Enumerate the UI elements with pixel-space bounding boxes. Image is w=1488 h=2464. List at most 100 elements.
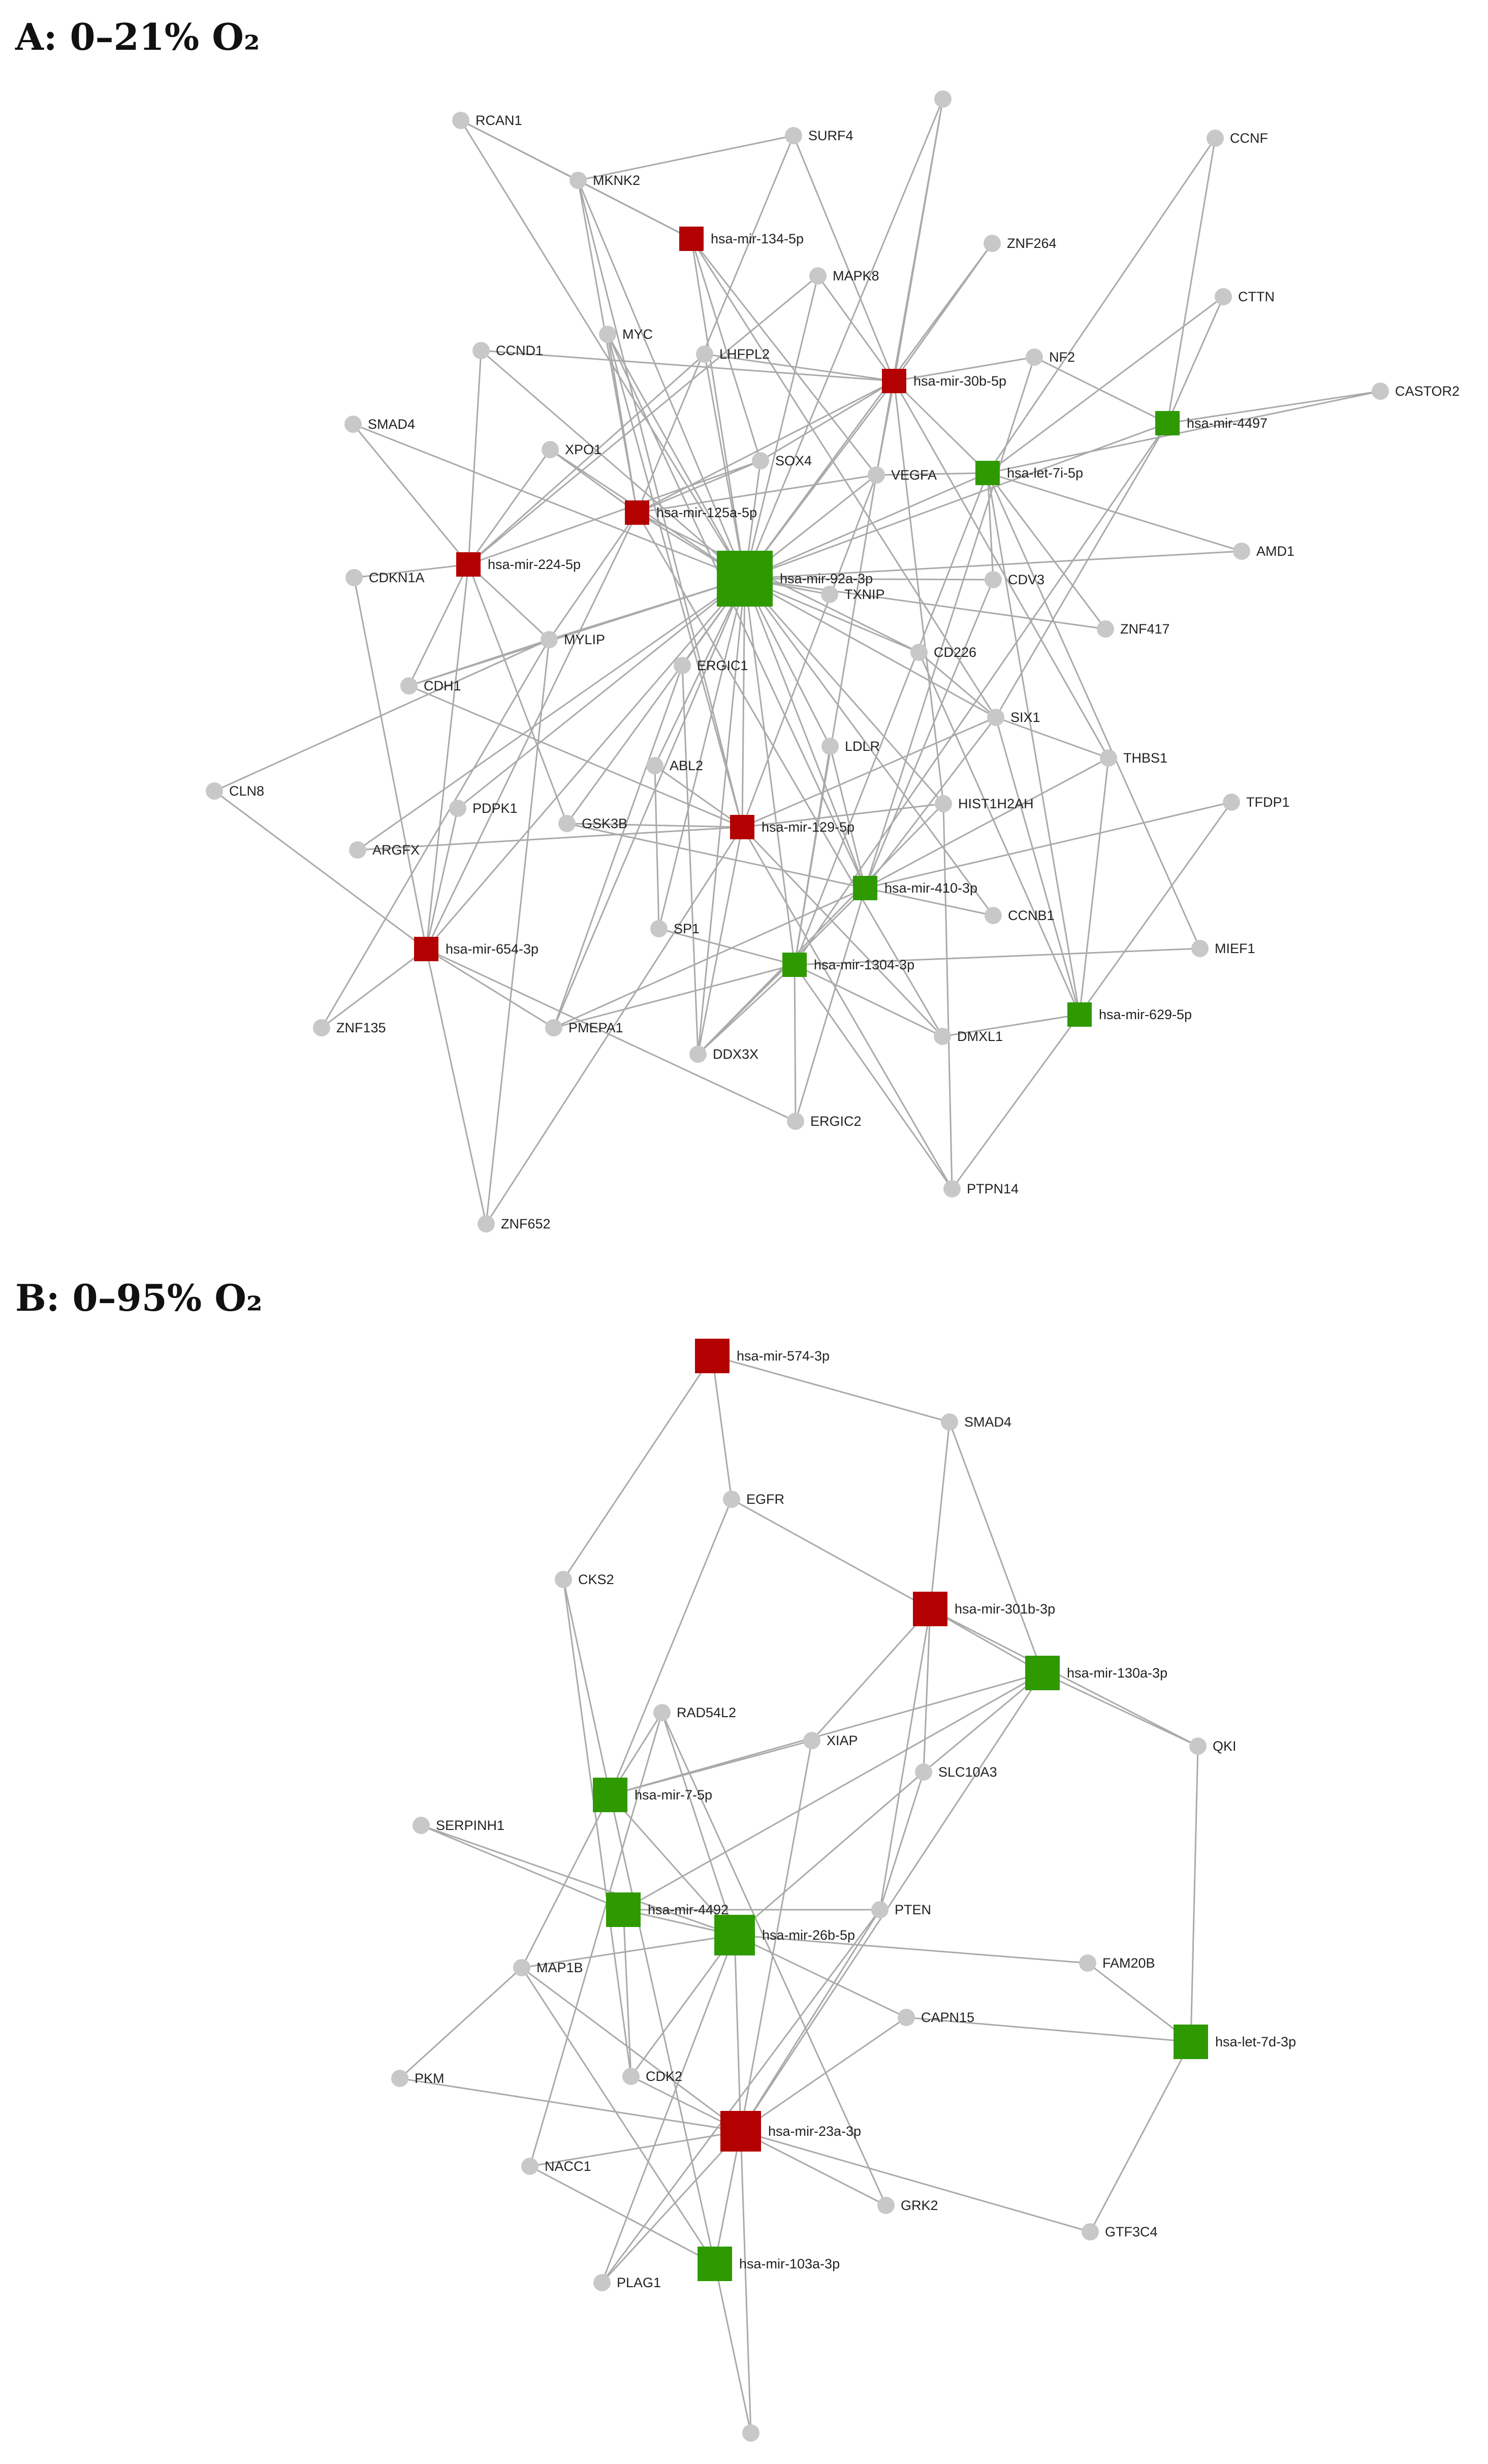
mirna-node-mir4492: hsa-mir-4492 (606, 1892, 729, 1927)
edge-pten-plag1 (601, 1909, 881, 2283)
node-label: TFDP1 (1246, 795, 1290, 810)
node-label: hsa-mir-410-3p (884, 880, 977, 896)
downregulated-mirna-marker (714, 1915, 755, 1955)
node-label: hsa-mir-129-5p (762, 819, 854, 835)
edge-ldlr-mir410 (829, 746, 866, 889)
node-label: CDK2 (646, 2069, 682, 2084)
edge-ccnd1-mir92a (481, 350, 745, 580)
gene-node-smad4: SMAD4 (344, 416, 415, 433)
gene-marker (898, 2009, 915, 2026)
edge-ccnf-mir4497 (1166, 138, 1216, 424)
edge-mir129-argfx (357, 826, 743, 851)
node-label: hsa-mir-654-3p (446, 941, 539, 957)
gene-marker (742, 2424, 759, 2442)
edge-mir301b-mir130a (930, 1608, 1043, 1674)
edge-mir92a-ddx3x (697, 578, 746, 1055)
gene-marker (934, 90, 952, 108)
node-label: GSK3B (582, 816, 627, 831)
edge-myc-mir129 (607, 334, 743, 828)
edge-mir4497-mir1304 (794, 423, 1168, 965)
edge-hist1h2ah-ddx3x (697, 803, 944, 1055)
node-label: hsa-mir-574-3p (737, 1348, 830, 1364)
edge-cdv3-mir410 (864, 579, 994, 889)
node-label: CCND1 (496, 343, 543, 358)
node-label: hsa-mir-4497 (1187, 416, 1268, 431)
node-label: RCAN1 (476, 113, 522, 128)
edge-cdkn1a-mir654 (353, 577, 427, 950)
edge-let7i-znf417 (987, 472, 1106, 629)
gene-marker (674, 657, 691, 674)
mirna-node-mir26b: hsa-mir-26b-5p (714, 1915, 855, 1955)
edge-pkm-mir23a (399, 2077, 741, 2132)
edge-ddx3x-mir410 (697, 887, 866, 1055)
node-label: GTF3C4 (1105, 2224, 1158, 2239)
gene-marker (569, 172, 587, 189)
mirna-node-mir1304: hsa-mir-1304-3p (782, 953, 914, 977)
edge-gsk3b-mir129 (566, 823, 743, 828)
edge-mir92a-mir1304 (744, 578, 796, 965)
gene-node-cdkn1a: CDKN1A (345, 569, 425, 586)
gene-marker (413, 1817, 430, 1834)
edge-mir654-znf652 (425, 949, 487, 1224)
edge-let7i-mir1304 (794, 472, 989, 965)
gene-marker (513, 1959, 530, 1976)
edge-let7i-mief1 (987, 472, 1201, 949)
edge-egfr-mir7 (609, 1499, 733, 1795)
edge-mir129-ddx3x (697, 827, 743, 1055)
downregulated-mirna-marker (606, 1892, 641, 1927)
edge-mir92a-pmepa1 (553, 578, 746, 1028)
edge-mir92a-mir129 (741, 578, 746, 828)
upregulated-mirna-marker (730, 815, 754, 839)
downregulated-mirna-marker (717, 551, 773, 607)
edge-ergic1-pmepa1 (553, 665, 683, 1028)
edge-amd1-mir92a (744, 550, 1242, 580)
edge-mir26b-map1b (521, 1934, 735, 1969)
gene-marker (984, 235, 1001, 252)
gene-marker (478, 1215, 495, 1233)
mirna-node-mir129: hsa-mir-129-5p (730, 815, 854, 839)
gene-marker (723, 1491, 740, 1508)
gene-marker (1100, 749, 1117, 767)
edge-sp1-mir1304 (658, 928, 795, 966)
edge-rcan1-mir92a (460, 120, 746, 579)
edge-castor2-mir4497 (1167, 390, 1381, 424)
edge-mir23a-nacc1 (529, 2130, 741, 2167)
edge-xpo1-mir125a (550, 449, 638, 514)
edge-mir224-mylip (467, 563, 550, 641)
gene-node-ergic1: ERGIC1 (674, 657, 748, 674)
gene-marker (1372, 383, 1389, 400)
edge-mir23a-plag1 (601, 2130, 742, 2284)
edge-pten-mir23a (740, 1909, 881, 2132)
edge-mir4497-mir92a (744, 422, 1168, 580)
gene-node-sp1: SP1 (650, 920, 700, 937)
edge-ldlr-mir1304 (794, 746, 831, 965)
gene-marker (803, 1732, 820, 1749)
gene-node-rcan1: RCAN1 (452, 112, 522, 129)
edge-mir92a-cd226 (744, 578, 920, 653)
edge-cln8-mir654 (214, 790, 427, 950)
gene-marker (696, 345, 713, 363)
mirna-node-mir125a: hsa-mir-125a-5p (625, 500, 757, 525)
edge-mir224-cdh1 (408, 564, 469, 686)
edge-mir301b-pten (879, 1608, 931, 1910)
edge-mylip-znf652 (485, 639, 550, 1224)
edge-mir92a-cdv3 (744, 578, 994, 581)
node-label: MYLIP (564, 632, 605, 647)
edge-xiap-mir23a (740, 1740, 813, 2132)
edge-ergic1-ddx3x (681, 665, 699, 1055)
gene-marker (622, 2068, 640, 2085)
gene-marker (593, 2274, 611, 2291)
gene-marker (521, 2158, 539, 2175)
mirna-node-mir410: hsa-mir-410-3p (853, 876, 977, 900)
edge-abl2-mir129 (654, 765, 743, 828)
edge-let7d-gtf3c4 (1089, 2041, 1192, 2232)
edge-mir125a-cd226 (637, 512, 920, 653)
gene-marker (391, 2070, 408, 2087)
node-label: MYC (622, 327, 653, 342)
node-label: PMEPA1 (568, 1020, 623, 1035)
downregulated-mirna-marker (593, 1778, 627, 1812)
node-label: ZNF264 (1007, 236, 1057, 251)
edge-mir7-mir103a (609, 1794, 716, 2264)
edge-castor2-let7i (987, 390, 1381, 474)
